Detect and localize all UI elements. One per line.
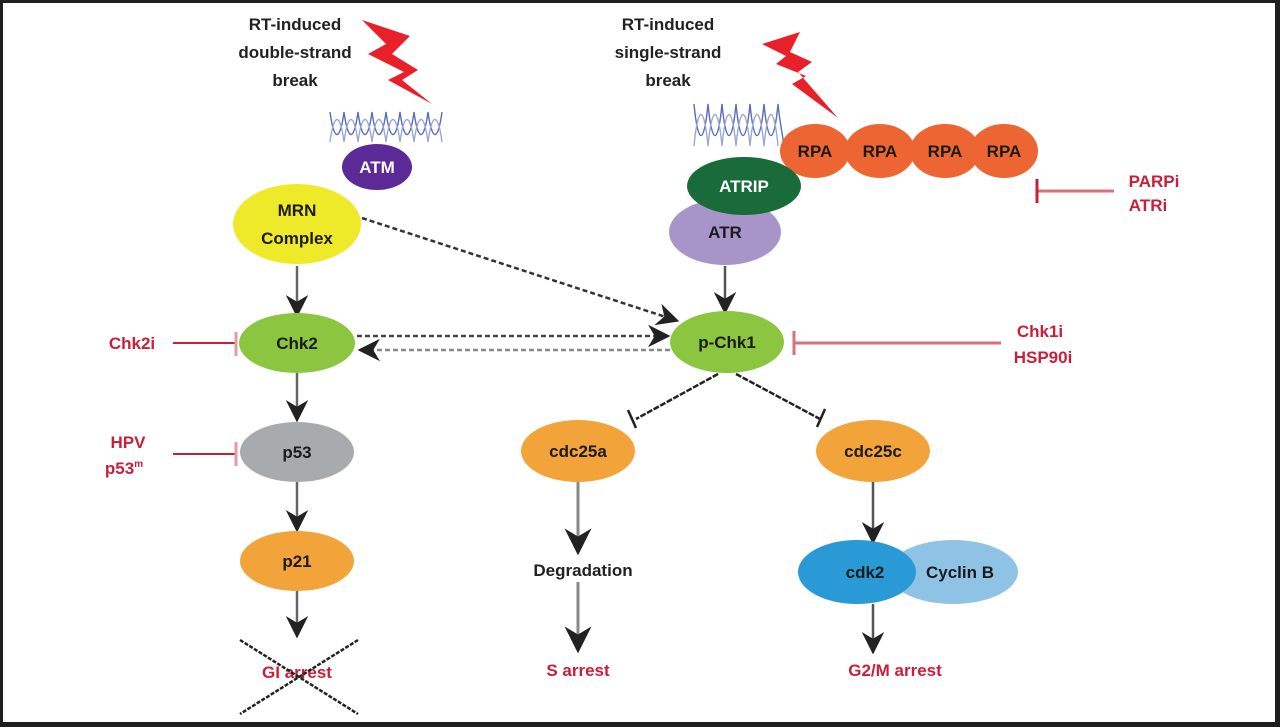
inhibition-pchk1-to-cdc25c <box>735 372 827 428</box>
rpa-label: RPA <box>987 142 1022 161</box>
inhibition-line <box>635 372 719 421</box>
damage-label-line-1: RT-induced <box>622 15 715 34</box>
inhibitor-p53m-label: p53m <box>105 459 143 478</box>
node-cyclin-b-label: Cyclin B <box>926 563 994 582</box>
node-cdc25c-label: cdc25c <box>844 442 902 461</box>
cross-out-mark <box>239 638 359 716</box>
outcome-g1-arrest: GI arrest <box>239 638 359 716</box>
node-cdk2-label: cdk2 <box>846 563 885 582</box>
rpa-label: RPA <box>928 142 963 161</box>
lightning-bolt-icon <box>762 32 838 118</box>
damage-label-single-strand: RT-induced single-strand break <box>615 15 722 90</box>
node-chk2: Chk2 <box>239 313 355 373</box>
inhibitor-p53m-superscript: m <box>134 459 143 470</box>
node-pchk1-label: p-Chk1 <box>698 333 756 352</box>
rpa-protein: RPA <box>910 124 980 178</box>
node-atrip-label: ATRIP <box>719 177 769 196</box>
damage-label-line-3: break <box>645 71 691 90</box>
node-cdk2: cdk2 <box>798 540 916 604</box>
degradation-label: Degradation <box>533 561 632 580</box>
inhibitor-chk2i: Chk2i <box>109 332 238 356</box>
inhibitor-chk1i-label: Chk1i <box>1017 322 1063 341</box>
node-p53: p53 <box>240 422 354 482</box>
node-p21-label: p21 <box>282 552 311 571</box>
inhibitor-atri-label: ATRi <box>1129 196 1167 215</box>
node-mrn-complex: MRN Complex <box>233 184 361 264</box>
rpa-protein: RPA <box>780 124 850 178</box>
rpa-chain: RPA RPA RPA RPA <box>780 124 1038 178</box>
dna-helix-icon <box>693 103 785 147</box>
damage-label-line-2: double-strand <box>238 43 351 62</box>
node-mrn-label-line-1: MRN <box>278 201 317 220</box>
inhibitor-parpi-atri: PARPi ATRi <box>1035 172 1180 215</box>
node-atr-label: ATR <box>708 223 742 242</box>
outcome-s-arrest: S arrest <box>546 661 610 680</box>
damage-label-double-strand: RT-induced double-strand break <box>238 15 351 90</box>
inhibitor-hpv-p53m: HPV p53m <box>105 433 238 478</box>
inhibitor-hpv-label: HPV <box>111 433 147 452</box>
inhibitor-p53m-base: p53 <box>105 459 134 478</box>
node-pchk1: p-Chk1 <box>670 311 784 373</box>
inhibition-bar <box>626 409 638 429</box>
node-cyclin-b: Cyclin B <box>888 540 1018 604</box>
inhibition-pchk1-to-cdc25a <box>626 372 719 429</box>
node-atr: ATR <box>669 199 781 265</box>
damage-label-line-2: single-strand <box>615 43 722 62</box>
node-p53-label: p53 <box>282 443 311 462</box>
figure-frame: RT-induced double-strand break ATM MRN C… <box>3 3 1275 722</box>
rpa-label: RPA <box>798 142 833 161</box>
damage-label-line-3: break <box>272 71 318 90</box>
lightning-bolt-icon <box>362 20 432 104</box>
inhibition-line <box>735 372 821 421</box>
inhibitor-chk1i-hsp90i: Chk1i HSP90i <box>792 322 1073 367</box>
node-atm-label: ATM <box>359 158 395 177</box>
node-chk2-label: Chk2 <box>276 334 318 353</box>
inhibition-bar <box>815 408 827 428</box>
node-atm: ATM <box>342 144 412 190</box>
node-atrip: ATRIP <box>687 157 801 215</box>
node-mrn-label-line-2: Complex <box>261 229 333 248</box>
damage-label-line-1: RT-induced <box>249 15 342 34</box>
inhibitor-hsp90i-label: HSP90i <box>1014 348 1073 367</box>
rpa-protein: RPA <box>970 124 1038 178</box>
rpa-protein: RPA <box>845 124 915 178</box>
dna-helix-icon <box>329 111 443 143</box>
inhibitor-chk2i-label: Chk2i <box>109 334 155 353</box>
node-cdc25a: cdc25a <box>521 420 635 482</box>
node-p21: p21 <box>240 531 354 591</box>
dna-damage-response-diagram: RT-induced double-strand break ATM MRN C… <box>105 15 1180 716</box>
rpa-label: RPA <box>863 142 898 161</box>
node-cdc25c: cdc25c <box>816 420 930 482</box>
dashed-arrow-mrn-to-pchk1 <box>361 216 680 326</box>
inhibitor-parpi-label: PARPi <box>1129 172 1180 191</box>
outcome-g2m-arrest: G2/M arrest <box>848 661 942 680</box>
node-cdc25a-label: cdc25a <box>549 442 607 461</box>
